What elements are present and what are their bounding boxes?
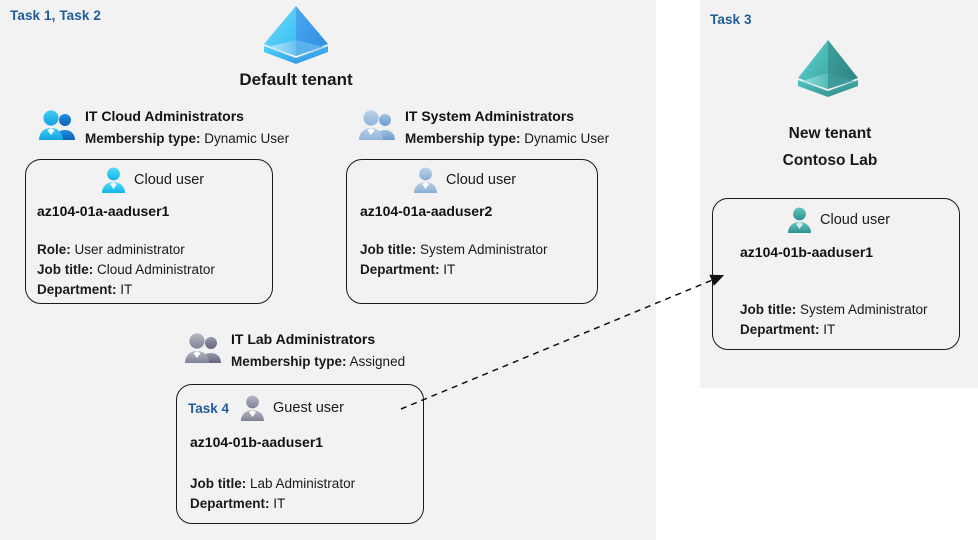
- attr-value: User administrator: [74, 242, 185, 257]
- membership-type-value: Dynamic User: [524, 131, 610, 147]
- user-card-header-3: Task 4 Guest user: [188, 394, 344, 422]
- group-it-system-administrators: IT System Administrators Membership type…: [358, 106, 609, 149]
- group-users-icon-lightblue: [358, 109, 398, 141]
- group-name: IT Lab Administrators: [231, 331, 376, 347]
- task-label-guest-user: Task 4: [188, 400, 230, 416]
- user-card-header-1: Cloud user: [100, 166, 204, 194]
- attr-value: System Administrator: [420, 242, 548, 257]
- membership-type-key: Membership type:: [231, 354, 347, 370]
- membership-type-key: Membership type:: [405, 131, 521, 147]
- attr-key: Job title:: [740, 302, 797, 317]
- user-icon-teal: [786, 206, 813, 234]
- default-tenant-panel: [0, 0, 656, 540]
- group-it-lab-administrators: IT Lab Administrators Membership type: A…: [184, 329, 405, 372]
- user-name-2: az104-01a-aaduser2: [360, 203, 493, 219]
- membership-type-key: Membership type:: [85, 131, 201, 147]
- attr-key: Department:: [37, 281, 117, 297]
- group-users-icon-grey: [184, 332, 224, 364]
- group-users-icon-blue: [38, 109, 78, 141]
- attr-value: IT: [273, 495, 286, 511]
- attr-key: Job title:: [37, 261, 94, 277]
- attr-key: Job title:: [360, 242, 417, 257]
- attr-value: Cloud Administrator: [97, 261, 215, 277]
- attr-value: Lab Administrator: [250, 476, 356, 491]
- user-card-az104-01a-aaduser1: [25, 159, 273, 304]
- group-name: IT Cloud Administrators: [85, 108, 244, 124]
- attr-key: Department:: [740, 321, 820, 337]
- default-tenant-title: Default tenant: [239, 70, 353, 89]
- membership-type-value: Assigned: [349, 354, 406, 370]
- user-card-header-2: Cloud user: [412, 166, 516, 194]
- group-name: IT System Administrators: [405, 108, 575, 124]
- user-kind-label: Cloud user: [134, 172, 205, 188]
- user-icon-cyan: [100, 166, 127, 194]
- membership-type-value: Dynamic User: [204, 131, 290, 147]
- user-attributes-4: Job title: System Administrator Departme…: [740, 300, 928, 340]
- attr-value: IT: [120, 281, 133, 297]
- attr-key: Department:: [360, 261, 440, 277]
- new-tenant-title-line2: Contoso Lab: [782, 152, 878, 169]
- user-attributes-1: Role: User administrator Job title: Clou…: [37, 240, 215, 300]
- task-label-new-tenant: Task 3: [710, 12, 752, 27]
- user-kind-label: Cloud user: [446, 172, 517, 188]
- azure-ad-tenant-icon-teal: [792, 36, 864, 100]
- attr-value: System Administrator: [800, 302, 928, 317]
- user-kind-label: Guest user: [273, 400, 344, 416]
- task-label-default-tenant: Task 1, Task 2: [10, 8, 101, 23]
- user-attributes-3: Job title: Lab Administrator Department:…: [190, 474, 355, 514]
- user-card-az104-01b-aaduser1-guest: [176, 384, 424, 524]
- group-it-cloud-administrators: IT Cloud Administrators Membership type:…: [38, 106, 289, 149]
- user-card-header-4: Cloud user: [786, 206, 890, 234]
- new-tenant-title-line1: New tenant: [788, 125, 872, 142]
- user-icon-grey: [239, 394, 266, 422]
- attr-value: IT: [823, 321, 836, 337]
- user-name-1: az104-01a-aaduser1: [37, 203, 170, 219]
- user-name-4: az104-01b-aaduser1: [740, 244, 874, 260]
- attr-key: Job title:: [190, 476, 247, 491]
- attr-value: IT: [443, 261, 456, 277]
- user-card-az104-01b-aaduser1-cloud: [712, 198, 960, 350]
- attr-key: Department:: [190, 495, 270, 511]
- user-attributes-2: Job title: System Administrator Departme…: [360, 240, 548, 280]
- azure-ad-tenant-icon-blue: [258, 2, 334, 68]
- user-kind-label: Cloud user: [820, 212, 891, 228]
- user-icon-lightblue: [412, 166, 439, 194]
- attr-key: Role:: [37, 242, 71, 257]
- user-name-3: az104-01b-aaduser1: [190, 434, 324, 450]
